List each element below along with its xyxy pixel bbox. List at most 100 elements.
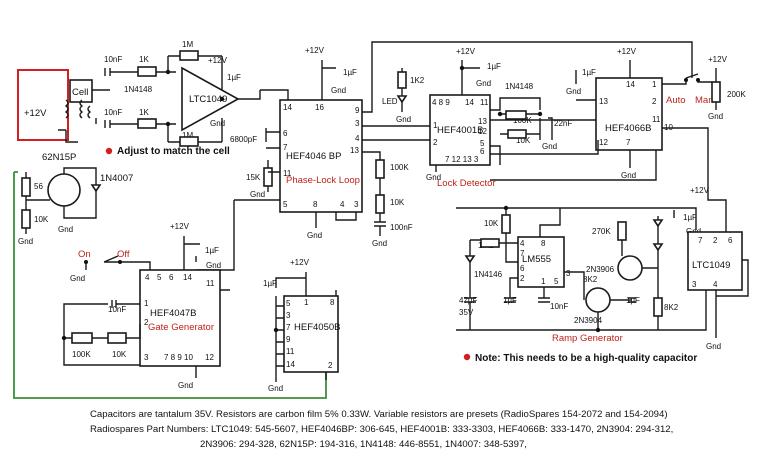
pll-pin-6: 6: [283, 129, 288, 138]
gg-pin-1: 1: [144, 299, 149, 308]
transformer-coils: [64, 99, 92, 119]
lm-r8k2-b-body: [653, 297, 663, 317]
gate-generator-part: HEF4047B: [150, 308, 196, 319]
adjust-note-dot: [105, 147, 113, 155]
ltc-r-pin-4: 4: [713, 280, 718, 289]
lm-cap-1uf-b: 1µF: [626, 296, 640, 305]
ld-r100k-body: [505, 110, 527, 120]
gg-r10k: 10K: [112, 350, 127, 359]
sw-pin-14: 14: [626, 80, 635, 89]
pll-wires: [196, 41, 693, 271]
junction-4: [459, 65, 465, 71]
mosfet-symbol: [47, 173, 81, 207]
ltc-r-pin-7: 7: [698, 236, 703, 245]
pll-pin-3b: 3: [354, 200, 359, 209]
note-text: Note: This needs to be a high-quality ca…: [475, 353, 697, 364]
ld-gnd-led: Gnd: [396, 115, 411, 124]
ltc1049-right-box: [687, 231, 743, 291]
junction-8: [595, 327, 601, 333]
lm-r10k: 10K: [484, 219, 499, 228]
ltc-r-wires: [715, 259, 749, 338]
gg-pins-bottom: 7 8 9 10: [164, 353, 193, 362]
pll-pin-9: 9: [355, 106, 360, 115]
gg-pin-5: 5: [157, 273, 162, 282]
opamp-top-triangle: [181, 66, 240, 132]
pll-cap-6800: 6800pF: [230, 135, 257, 144]
lm-r8k2-b: 8K2: [664, 303, 679, 312]
lm-pin-6: 6: [520, 264, 525, 273]
diode-1n4148-top: 1N4148: [124, 85, 153, 94]
sw-auto-contact: [684, 78, 688, 82]
r-1k-bottom-body: [137, 118, 157, 129]
ld-r1k2: 1K2: [410, 76, 425, 85]
junction-2: [165, 121, 171, 127]
sw-man-contact: [696, 78, 700, 82]
opamp-top-supply: +12V: [208, 56, 228, 65]
ld-led: LED: [382, 97, 398, 106]
ld-r10k-body: [507, 129, 527, 139]
opamp-top-part: LTC1049: [189, 94, 227, 105]
diode-1n4007: 1N4007: [100, 173, 133, 184]
buf-pin-3: 3: [286, 311, 291, 320]
buf-pin-11: 11: [286, 347, 295, 356]
lm-r270k: 270K: [592, 227, 611, 236]
lm-diode-1: [652, 219, 664, 228]
gg-pin-4: 4: [145, 273, 150, 282]
pll-pin-13: 13: [350, 146, 359, 155]
sw-gnd-top: Gnd: [566, 87, 581, 96]
gg-r10k-body: [107, 332, 127, 344]
junction-3: [219, 96, 225, 102]
ld-supply: +12V: [456, 47, 476, 56]
buf-pins-left: 5: [286, 299, 291, 308]
ld-pin-5: 5: [480, 139, 485, 148]
pll-title: Phase-Lock Loop: [286, 175, 360, 186]
junction-10: [273, 327, 279, 333]
pll-pin-14: 14: [283, 103, 292, 112]
sw-gnd-man: Gnd: [708, 112, 723, 121]
gg-c10nf: 10nF: [108, 305, 126, 314]
gg-pin-14: 14: [183, 273, 192, 282]
ld-gnd-right: Gnd: [542, 142, 557, 151]
switch-part: HEF4066B: [605, 123, 651, 134]
ltc-r-supply: +12V: [690, 186, 710, 195]
sw-r200k: 200K: [727, 90, 746, 99]
junction-7: [503, 205, 509, 211]
lm-c47: 47µF: [459, 296, 478, 305]
gg-switch-contact-on: [84, 260, 88, 264]
r-10k-gate-body: [21, 209, 31, 229]
pll-pin-5: 5: [283, 200, 288, 209]
buf-pin-9: 9: [286, 335, 291, 344]
cell-supply-label: +12V: [24, 108, 47, 119]
ltc1049-right-part: LTC1049: [692, 260, 730, 271]
pll-pin-16: 16: [315, 103, 324, 112]
footnote-1: Capacitors are tantalum 35V. Resistors a…: [90, 409, 668, 420]
gate-generator-box: [139, 269, 221, 367]
ld-wires: [401, 60, 599, 172]
ramp-title: Ramp Generator: [552, 333, 623, 344]
lm-pin-8: 8: [541, 239, 546, 248]
lm-pin-5: 5: [554, 277, 559, 286]
sw-cap: 1µF: [582, 68, 596, 77]
lm-cap-10nf: 10nF: [550, 302, 568, 311]
ld-cap: 1µF: [487, 62, 501, 71]
r-1k-top: 1K: [139, 55, 149, 64]
r-10k-pll: 10K: [390, 198, 405, 207]
adjust-note: Adjust to match the cell: [117, 146, 230, 157]
gg-cap: 1µF: [205, 246, 219, 255]
sw-pin-11: 11: [652, 115, 661, 124]
lm-v35: 35V: [459, 308, 474, 317]
gnd-mosfet: Gnd: [18, 237, 33, 246]
ltc-r-pin-6: 6: [728, 236, 733, 245]
ld-gnd-bottom: Gnd: [426, 173, 441, 182]
r-100k-pll: 100K: [390, 163, 409, 172]
footnote-3: 2N3906: 294-328, 62N15P: 194-316, 1N4148…: [200, 439, 527, 450]
footnote-2: Radiospares Part Numbers: LTC1049: 545-5…: [90, 424, 674, 435]
sw-auto: Auto: [666, 95, 686, 106]
lm-cap-1uf: 1µF: [503, 296, 517, 305]
gg-switch-contact-off: [118, 260, 122, 264]
ld-pin-6: 6: [480, 147, 485, 156]
gg-pin-3: 3: [144, 353, 149, 362]
gg-on: On: [78, 249, 91, 260]
gg-r100k: 100K: [72, 350, 91, 359]
pll-box: [279, 99, 363, 213]
